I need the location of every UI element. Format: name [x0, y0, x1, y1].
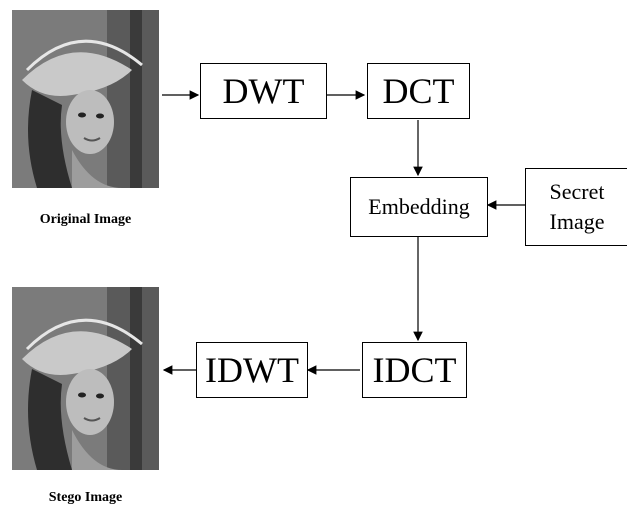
original-image — [12, 10, 159, 188]
secret-image-line1: Secret — [549, 179, 605, 204]
idct-block: IDCT — [362, 342, 467, 398]
secret-image-line2: Image — [549, 209, 605, 234]
portrait-image — [12, 287, 159, 470]
stego-image — [12, 287, 159, 470]
dwt-block: DWT — [200, 63, 327, 119]
stego-image-caption: Stego Image — [48, 490, 123, 505]
idwt-block: IDWT — [196, 342, 308, 398]
embedding-block: Embedding — [350, 177, 488, 237]
dct-block: DCT — [367, 63, 470, 119]
original-image-caption: Original Image — [39, 212, 132, 227]
secret-image-block: Secret Image — [525, 168, 627, 246]
portrait-image — [12, 10, 159, 188]
